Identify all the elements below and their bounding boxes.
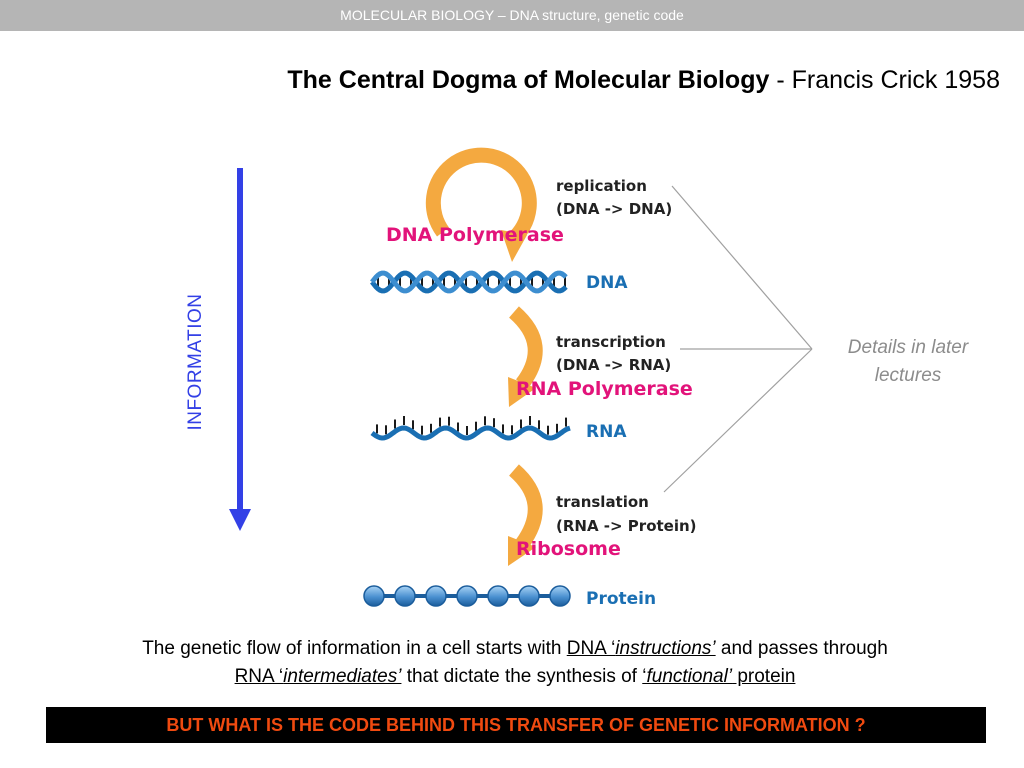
dna-label: DNA [586, 273, 628, 293]
transcription-label: transcription [556, 333, 666, 351]
caption-part3: that dictate the synthesis of [401, 666, 643, 687]
amino-acid-bead [487, 585, 509, 607]
page-title: The Central Dogma of Molecular Biology -… [0, 66, 1000, 95]
rna-strand [370, 416, 571, 441]
protein-label: Protein [586, 589, 656, 609]
amino-acid-bead [363, 585, 385, 607]
header-bar-text: MOLECULAR BIOLOGY – DNA structure, genet… [340, 7, 684, 23]
callout-line-replication [671, 185, 813, 350]
ribosome-label: Ribosome [516, 538, 621, 560]
caption-instructions: instructions’ [615, 638, 716, 659]
caption-part2: and passes through [715, 638, 888, 659]
replication-label: replication [556, 177, 647, 195]
amino-acid-bead [518, 585, 540, 607]
question-banner: BUT WHAT IS THE CODE BEHIND THIS TRANSFE… [46, 707, 986, 743]
dna-polymerase-label: DNA Polymerase [386, 224, 564, 246]
information-arrow [229, 168, 251, 531]
replication-circular-arrow [425, 147, 537, 262]
caption-part1: The genetic flow of information in a cel… [142, 638, 567, 659]
amino-acid-bead [425, 585, 447, 607]
caption-rna-intermediates: RNA ‘intermediates’ [235, 666, 402, 687]
side-note-line2: lectures [874, 365, 942, 386]
caption-text: The genetic flow of information in a cel… [40, 635, 990, 691]
protein-chain [363, 585, 571, 607]
side-note: Details in later lectures [828, 334, 988, 390]
callout-line-translation [663, 348, 813, 493]
caption-functional-protein: ‘functional’ protein [642, 666, 795, 687]
replication-direction: (DNA -> DNA) [556, 200, 672, 218]
translation-label: translation [556, 493, 649, 511]
caption-rna-prefix: RNA ‘ [234, 666, 284, 687]
page-title-main: The Central Dogma of Molecular Biology [287, 66, 770, 94]
translation-arrow [508, 464, 543, 566]
caption-dna-instructions: DNA ‘instructions’ [567, 638, 716, 659]
side-note-line1: Details in later [847, 337, 969, 358]
callout-lines [663, 185, 813, 493]
central-dogma-diagram: replication (DNA -> DNA) DNA Polymerase … [229, 147, 813, 609]
question-banner-text: BUT WHAT IS THE CODE BEHIND THIS TRANSFE… [166, 715, 866, 735]
header-bar: MOLECULAR BIOLOGY – DNA structure, genet… [0, 0, 1024, 31]
transcription-arrow [508, 306, 543, 407]
rna-label: RNA [586, 422, 627, 442]
dna-double-helix [370, 270, 568, 294]
rna-polymerase-label: RNA Polymerase [516, 378, 693, 400]
amino-acid-bead [456, 585, 478, 607]
transcription-direction: (DNA -> RNA) [556, 356, 671, 374]
caption-protein: protein [732, 666, 796, 687]
page-title-attribution: - Francis Crick 1958 [769, 66, 1000, 94]
amino-acid-bead [394, 585, 416, 607]
caption-intermediates: intermediates’ [283, 666, 402, 687]
caption-functional: functional’ [646, 666, 733, 687]
amino-acid-bead [549, 585, 571, 607]
caption-dna-prefix: DNA ‘ [566, 638, 616, 659]
translation-direction: (RNA -> Protein) [556, 517, 697, 535]
caption-functional-quote: ‘ [642, 666, 647, 687]
